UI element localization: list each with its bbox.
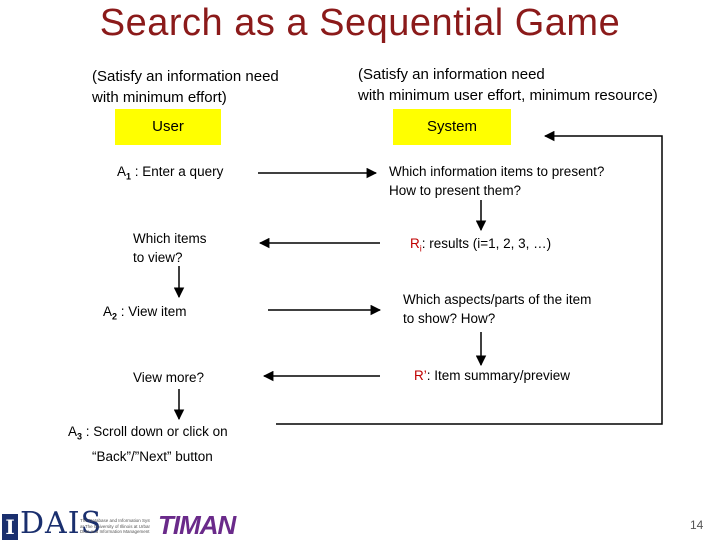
dais-caption-line3: Data and Information Management Research… <box>80 529 150 534</box>
system-box: System <box>393 109 511 145</box>
system-box-label: System <box>426 118 477 135</box>
step-a2: A2 : View item <box>103 302 187 327</box>
step-a1: A1 : Enter a query <box>117 162 223 187</box>
which-items-line2: to view? <box>133 250 183 265</box>
feedback-loop-arrow <box>276 130 663 425</box>
step-which-items: Which items to view? <box>133 229 207 267</box>
aspects-line2: to show? How? <box>403 311 496 326</box>
dais-logo: DAIS <box>20 506 103 541</box>
user-goal-line1: (Satisfy an information need <box>92 68 279 85</box>
step-which-info: Which information items to present? How … <box>389 162 604 200</box>
a3-sub: 3 <box>77 431 83 442</box>
user-goal-line2: with minimum effort) <box>92 89 227 106</box>
timan-logo: TIMAN <box>158 510 236 540</box>
step-a3: A3 : Scroll down or click on “Back”/”Nex… <box>68 422 228 466</box>
a3-line1: A3 : Scroll down or click on <box>68 422 228 447</box>
a3-text-line2: “Back”/”Next” button <box>92 448 213 464</box>
user-goal: (Satisfy an information need with minimu… <box>92 66 279 108</box>
aspects-line1: Which aspects/parts of the item <box>403 292 592 307</box>
system-goal: (Satisfy an information need with minimu… <box>358 64 658 106</box>
a3-text-line1: : Scroll down or click on <box>82 424 228 439</box>
a1-text: : Enter a query <box>131 164 224 179</box>
dais-caption-line1: The Database and Information Systems Lab… <box>80 518 150 523</box>
rprime-text: : Item summary/preview <box>426 368 571 383</box>
step-view-more: View more? <box>133 370 205 385</box>
a2-prefix: A <box>103 304 113 319</box>
step-preview: R’: Item summary/preview <box>414 366 570 385</box>
which-info-line2: How to present them? <box>389 183 522 198</box>
dais-logo-mark: I <box>2 514 18 540</box>
step-results: Ri: results (i=1, 2, 3, …) <box>410 234 551 259</box>
dais-logo-caption: The Database and Information Systems Lab… <box>80 518 150 535</box>
ri-sub: i <box>419 243 422 254</box>
a3-prefix: A <box>68 424 78 439</box>
slide-title: Search as a Sequential Game <box>99 2 621 44</box>
rprime-prefix: R’ <box>414 368 427 383</box>
system-goal-line1: (Satisfy an information need <box>358 66 545 83</box>
ri-text: : results (i=1, 2, 3, …) <box>421 236 552 251</box>
a1-prefix: A <box>117 164 127 179</box>
which-info-line1: Which information items to present? <box>389 164 605 179</box>
system-goal-line2: with minimum user effort, minimum resour… <box>358 87 658 104</box>
a2-text: : View item <box>117 304 187 319</box>
ri-prefix: R <box>410 236 420 251</box>
a2-sub: 2 <box>112 311 118 322</box>
user-box: User <box>115 109 221 145</box>
step-aspects: Which aspects/parts of the item to show?… <box>403 290 591 328</box>
page-number: 14 <box>690 518 704 532</box>
dais-caption-line2: at The University of Illinois at Urbana-… <box>80 523 150 529</box>
a1-sub: 1 <box>126 171 132 182</box>
which-items-line1: Which items <box>133 231 207 246</box>
user-box-label: User <box>152 118 184 135</box>
